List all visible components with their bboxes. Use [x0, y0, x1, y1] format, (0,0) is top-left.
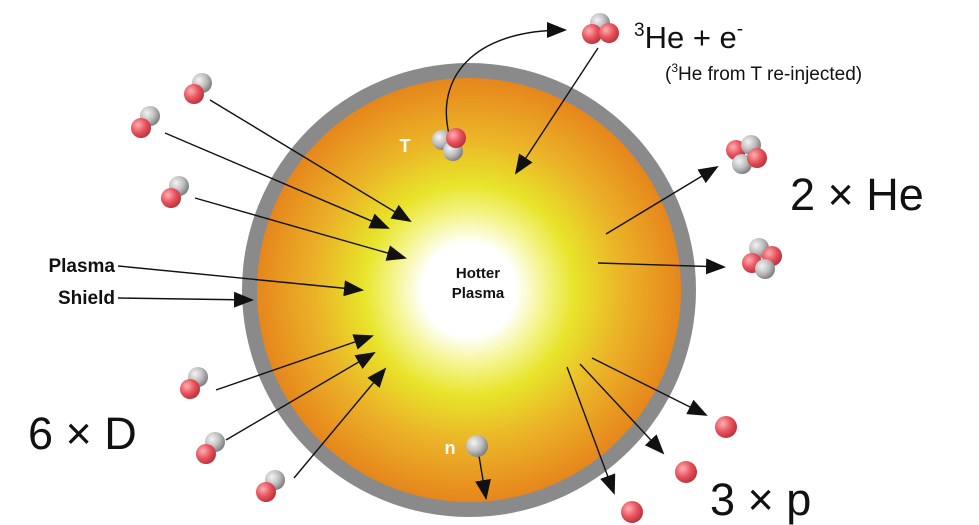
he3-output-label: 3He + e- — [634, 19, 743, 55]
he3-note-text: He from T re-injected) — [678, 64, 862, 85]
he3-note-sup: 3 — [671, 61, 678, 75]
core-label-line2: Plasma — [452, 285, 505, 302]
deuterium-particle — [196, 432, 225, 464]
tritium-particle — [432, 128, 466, 161]
deuterium-particle — [161, 176, 189, 208]
deuterium-input-label: 6 × D — [28, 408, 137, 459]
proton-out-arrows — [566, 357, 708, 495]
helium4-particle — [726, 135, 767, 174]
helium4-particle — [742, 238, 782, 279]
proton-particle — [715, 416, 737, 438]
helium-output-label: 2 × He — [790, 169, 924, 220]
he3-text: He + e — [645, 20, 737, 55]
proton-particle — [621, 501, 643, 523]
he3-note: (3He from T re-injected) — [665, 61, 862, 85]
helium-out-arrows — [597, 165, 726, 275]
deuterium-particle — [256, 470, 285, 502]
label-pointer-arrows — [117, 265, 364, 308]
he3-arrows — [445, 22, 599, 175]
proton-particle — [675, 461, 697, 483]
he3-note-open: ( — [665, 64, 672, 85]
electron-sup: - — [737, 19, 743, 40]
core-label-line1: Hotter — [456, 265, 500, 282]
deuterium-particle — [180, 367, 208, 399]
neutron-arrow — [475, 455, 491, 500]
deuterium-particle — [184, 73, 212, 104]
neutron-label: n — [445, 438, 456, 458]
tritium-label: T — [400, 136, 411, 156]
deuterium-particle — [131, 106, 160, 138]
helium3-particle — [582, 13, 619, 44]
shield-label: Shield — [58, 288, 115, 309]
plasma-label: Plasma — [48, 256, 115, 277]
he3-sup: 3 — [634, 20, 645, 41]
proton-output-label: 3 × p — [710, 474, 811, 525]
incoming-arrows-upper-left — [164, 99, 412, 261]
neutron-particle — [466, 435, 488, 457]
incoming-arrows-lower-left — [215, 334, 387, 479]
